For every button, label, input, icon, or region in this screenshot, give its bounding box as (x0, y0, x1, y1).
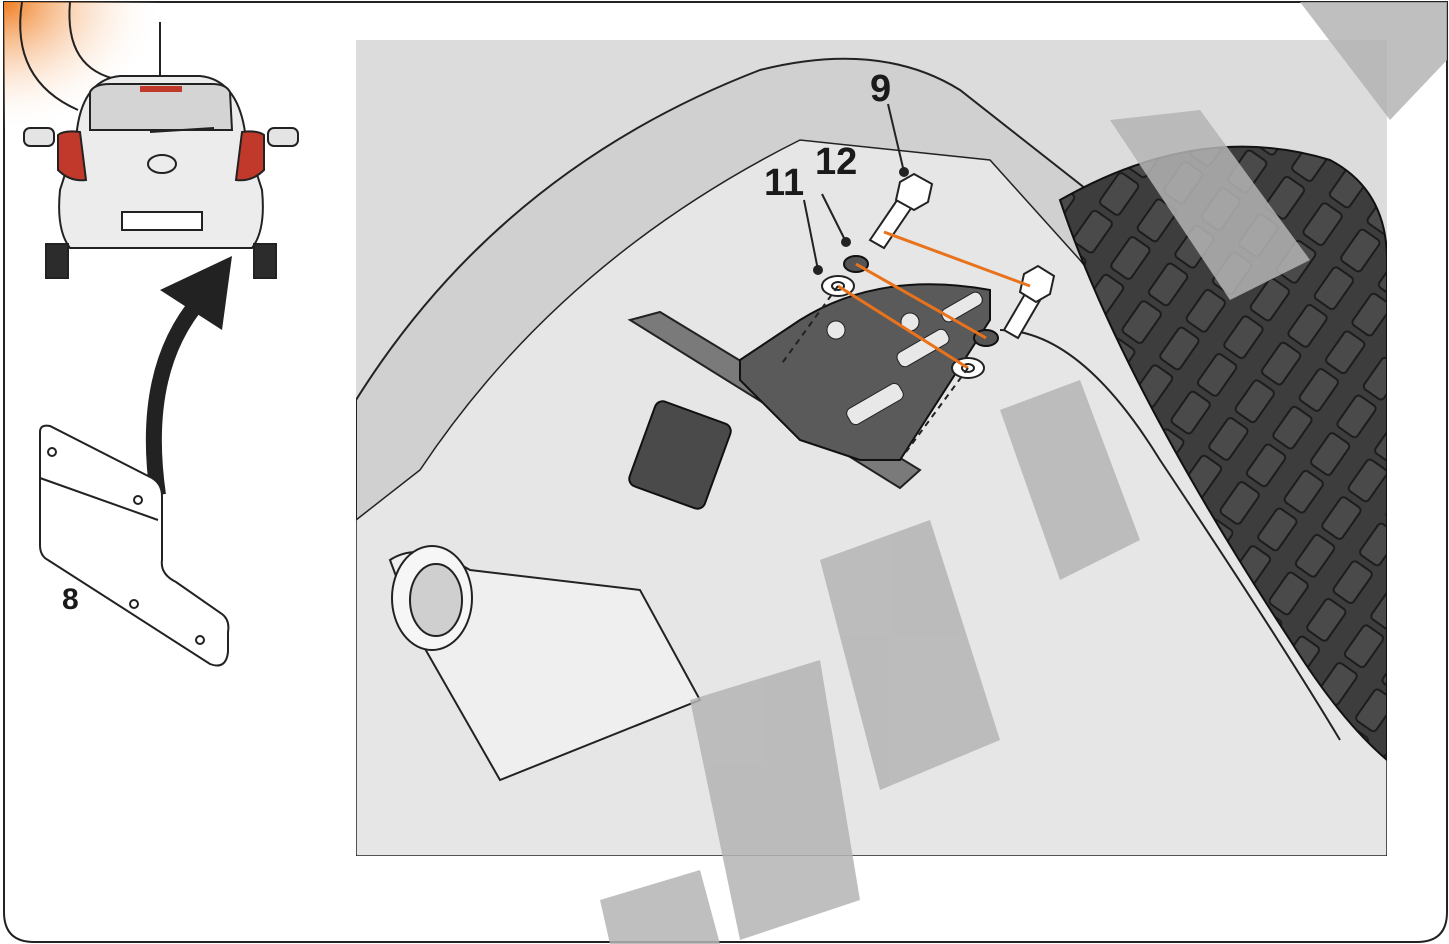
rear-car-icon (23, 22, 299, 279)
bolt-icon (868, 172, 1056, 340)
part-label-bracket: 8 (62, 583, 79, 616)
watermark (600, 2, 1447, 944)
arrow-icon (145, 256, 232, 497)
callout-leaders (803, 103, 909, 275)
part-label-bolt: 9 (870, 68, 892, 110)
exhaust-icon (388, 545, 702, 782)
tyre-icon (999, 145, 1387, 762)
part-label-flat-washer: 11 (764, 162, 805, 204)
rubber-mount-icon (628, 400, 732, 510)
dashed-guide-lines (779, 285, 969, 453)
bracket-icon (39, 424, 230, 667)
part-label-lock-washer: 12 (815, 141, 858, 183)
assembly-lines (837, 230, 1031, 370)
